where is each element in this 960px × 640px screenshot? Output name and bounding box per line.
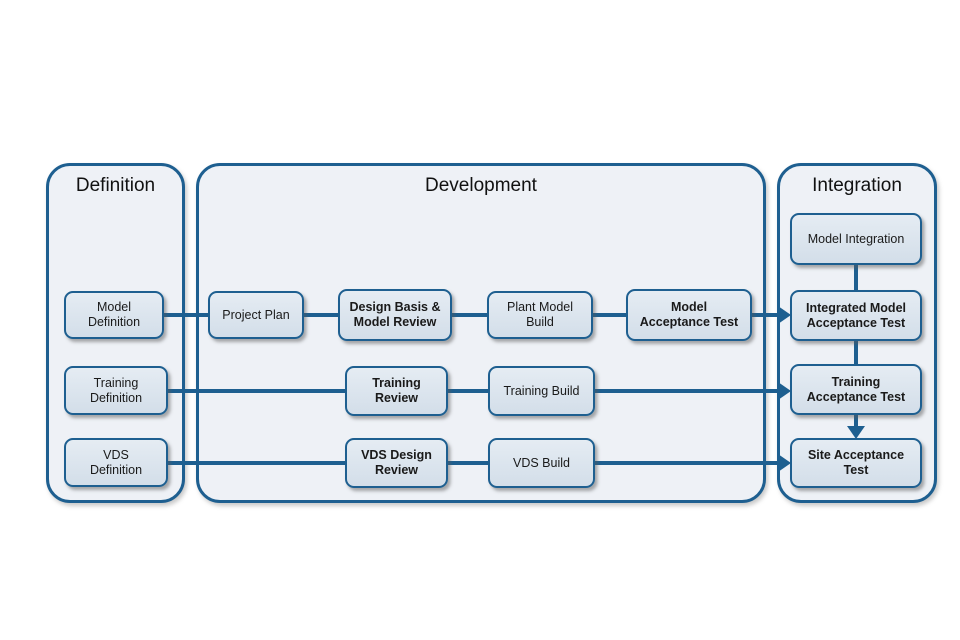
node-integrated-model-acceptance-test: Integrated Model Acceptance Test <box>790 290 922 341</box>
section-integration-title: Integration <box>812 175 902 196</box>
node-plant-model-build: Plant Model Build <box>487 291 593 339</box>
node-vds-design-review: VDS Design Review <box>345 438 448 488</box>
connector-trainingdef-trainingreview <box>166 389 347 393</box>
node-design-basis-model-review: Design Basis & Model Review <box>338 289 452 341</box>
node-project-plan: Project Plan <box>208 291 304 339</box>
connector-vdsdesignreview-vdsbuild <box>446 461 490 465</box>
connector-modelacceptance-integratedmodel <box>750 313 779 317</box>
connector-plantbuild-modelacceptance <box>591 313 628 317</box>
node-training-review: Training Review <box>345 366 448 416</box>
arrowhead-right-row1-icon <box>778 306 791 324</box>
node-training-build: Training Build <box>488 366 595 416</box>
arrowhead-right-row3-icon <box>778 454 791 472</box>
connector-integratedmodel-trainingacceptance <box>854 339 858 366</box>
section-development-title: Development <box>425 175 537 196</box>
connector-modeldef-projectplan <box>162 313 210 317</box>
node-model-integration: Model Integration <box>790 213 922 265</box>
arrowhead-right-row2-icon <box>778 382 791 400</box>
connector-vdsbuild-siteacceptance <box>593 461 779 465</box>
connector-designbasis-plantbuild <box>450 313 489 317</box>
connector-modelintegration-integratedmodel <box>854 263 858 292</box>
node-training-acceptance-test: Training Acceptance Test <box>790 364 922 415</box>
connector-trainingacceptance-siteacceptance <box>854 413 858 426</box>
node-model-acceptance-test: Model Acceptance Test <box>626 289 752 341</box>
node-vds-build: VDS Build <box>488 438 595 488</box>
node-model-definition: Model Definition <box>64 291 164 339</box>
arrowhead-down-icon <box>847 426 865 439</box>
section-definition-title: Definition <box>75 175 156 196</box>
connector-projectplan-designbasis <box>302 313 340 317</box>
connector-vdsdef-vdsdesignreview <box>166 461 347 465</box>
connector-trainingbuild-trainingacceptance <box>593 389 779 393</box>
node-training-definition: Training Definition <box>64 366 168 415</box>
connector-trainingreview-trainingbuild <box>446 389 490 393</box>
node-site-acceptance-test: Site Acceptance Test <box>790 438 922 488</box>
node-vds-definition: VDS Definition <box>64 438 168 487</box>
